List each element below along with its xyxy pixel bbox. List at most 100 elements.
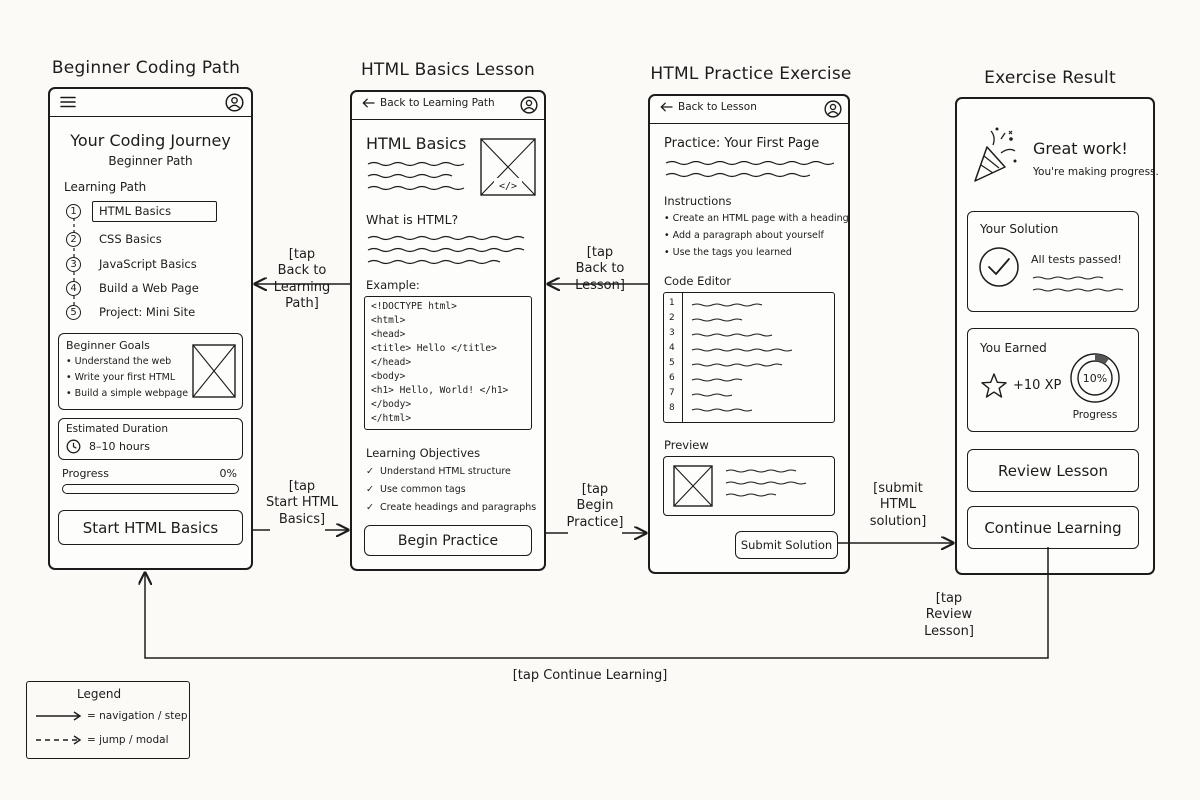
screen-title-result: Exercise Result: [984, 68, 1116, 88]
step-number: 5: [66, 305, 81, 320]
step-label: CSS Basics: [99, 232, 162, 246]
back-to-lesson-link[interactable]: Back to Lesson: [660, 101, 757, 113]
step-number: 2: [66, 232, 81, 247]
duration-value: 8–10 hours: [89, 440, 150, 453]
progress-ring-fill: [1094, 354, 1110, 365]
editor-code-lines: [691, 303, 793, 412]
continue-learning-button[interactable]: Continue Learning: [967, 506, 1139, 549]
back-to-path-link[interactable]: Back to Learning Path: [362, 97, 495, 109]
objective-text: Create headings and paragraphs: [380, 502, 537, 513]
start-html-basics-button[interactable]: Start HTML Basics: [58, 510, 243, 545]
annotation-begin-practice: [tap Begin Practice]: [566, 482, 624, 530]
code-editor[interactable]: 1 2 3 4 5 6 7 8: [663, 292, 835, 423]
progress-label: Progress: [62, 467, 109, 480]
goal-text: Write your first HTML: [74, 372, 176, 383]
line-number: 4: [669, 343, 675, 353]
objective-item: ✓ Create headings and paragraphs: [366, 502, 537, 513]
instruction-item: • Use the tags you learned: [664, 247, 792, 258]
button-label: Submit Solution: [740, 538, 833, 552]
instruction-text: Use the tags you learned: [672, 247, 792, 258]
heading-text-lines: [367, 161, 465, 191]
back-label: Back to Learning Path: [380, 97, 495, 109]
button-label: Continue Learning: [984, 518, 1122, 537]
duration-label: Estimated Duration: [66, 423, 168, 435]
line-number: 5: [669, 358, 675, 368]
goal-item: • Understand the web: [66, 356, 172, 367]
back-label: Back to Lesson: [678, 101, 757, 113]
result-subline: You're making progress.: [1033, 166, 1159, 178]
goal-text: Build a simple webpage: [74, 388, 189, 399]
back-arrow-icon: [660, 102, 673, 112]
legend-solid-arrow: [36, 711, 82, 721]
objective-item: ✓ Understand HTML structure: [366, 466, 511, 477]
screen-practice: Back to Lesson Practice: Your First Page…: [648, 94, 850, 574]
annotation-back-to-lesson: [tap Back to Lesson]: [575, 245, 625, 293]
solution-card: Your Solution All tests passed!: [967, 211, 1139, 312]
code-example-box: <!DOCTYPE html> <html> <head> <title> He…: [364, 296, 532, 430]
solution-status: All tests passed!: [1031, 253, 1122, 266]
screen-result: Great work! You're making progress. Your…: [955, 97, 1159, 575]
what-is-text-lines: [367, 235, 525, 265]
line-number: 3: [669, 328, 675, 338]
lesson-topbar: Back to Learning Path: [352, 92, 544, 120]
practice-text-lines: [665, 160, 834, 178]
gutter-divider: [682, 293, 683, 422]
line-number: 2: [669, 313, 675, 323]
button-label: Start HTML Basics: [82, 518, 219, 537]
annotation-continue: [tap Continue Learning]: [512, 668, 668, 683]
user-icon[interactable]: [824, 100, 842, 118]
annotation-review: [tap Review Lesson]: [924, 591, 974, 639]
what-is-html-heading: What is HTML?: [366, 212, 459, 227]
step-number: 1: [66, 204, 81, 219]
checkmark-circle-icon: [979, 247, 1019, 287]
submit-solution-button[interactable]: Submit Solution: [735, 531, 838, 559]
instruction-item: • Add a paragraph about yourself: [664, 230, 824, 241]
objectives-label: Learning Objectives: [366, 446, 481, 460]
objective-text: Use common tags: [380, 484, 466, 495]
party-popper-icon: [974, 127, 1017, 182]
objective-text: Understand HTML structure: [380, 466, 511, 477]
step-label-current: [92, 201, 217, 222]
progress-ring: [1070, 353, 1120, 403]
instruction-item: • Create an HTML page with a heading: [664, 213, 849, 224]
ring-label: Progress: [1072, 409, 1118, 421]
line-number: 7: [669, 388, 675, 398]
back-arrow-icon: [362, 98, 375, 108]
goal-item: • Build a simple webpage: [66, 388, 189, 399]
user-icon[interactable]: [225, 93, 244, 112]
step-number: 3: [66, 257, 81, 272]
instructions-label: Instructions: [664, 194, 732, 208]
step-label: JavaScript Basics: [99, 257, 197, 271]
image-placeholder-icon: [673, 465, 713, 507]
button-label: Review Lesson: [998, 461, 1108, 480]
menu-icon[interactable]: [60, 96, 76, 108]
line-number: 1: [669, 298, 675, 308]
preview-text-lines: [725, 469, 807, 497]
image-placeholder-icon: [192, 344, 236, 398]
user-icon[interactable]: [520, 96, 538, 114]
xp-value: +10 XP: [1013, 378, 1062, 393]
result-headline: Great work!: [1033, 139, 1128, 158]
annotation-back-to-path: [tap Back to Learning Path]: [273, 247, 331, 311]
progress-bar: [62, 484, 239, 494]
screen-title-path: Beginner Coding Path: [51, 58, 241, 78]
clock-icon: [66, 439, 81, 454]
star-icon: [981, 373, 1007, 398]
goal-text: Understand the web: [74, 356, 172, 367]
review-lesson-button[interactable]: Review Lesson: [967, 449, 1139, 492]
begin-practice-button[interactable]: Begin Practice: [364, 525, 532, 556]
code-line: <title> Hello </title>: [371, 343, 497, 354]
code-editor-label: Code Editor: [664, 274, 732, 288]
path-topbar: [50, 89, 251, 117]
example-label: Example:: [366, 278, 420, 292]
goal-item: • Write your first HTML: [66, 372, 176, 383]
screen-lesson: Back to Learning Path HTML Basics </> Wh…: [350, 90, 546, 571]
solution-label: Your Solution: [980, 222, 1059, 236]
code-line: <!DOCTYPE html>: [371, 301, 457, 312]
svg-text:</>: </>: [499, 181, 517, 192]
goals-title: Beginner Goals: [66, 339, 150, 352]
path-subheading: Beginner Path: [108, 154, 193, 168]
arrow-continue-learning: [145, 547, 1049, 659]
step-label: HTML Basics: [99, 204, 172, 218]
ring-value: 10%: [1082, 372, 1108, 385]
